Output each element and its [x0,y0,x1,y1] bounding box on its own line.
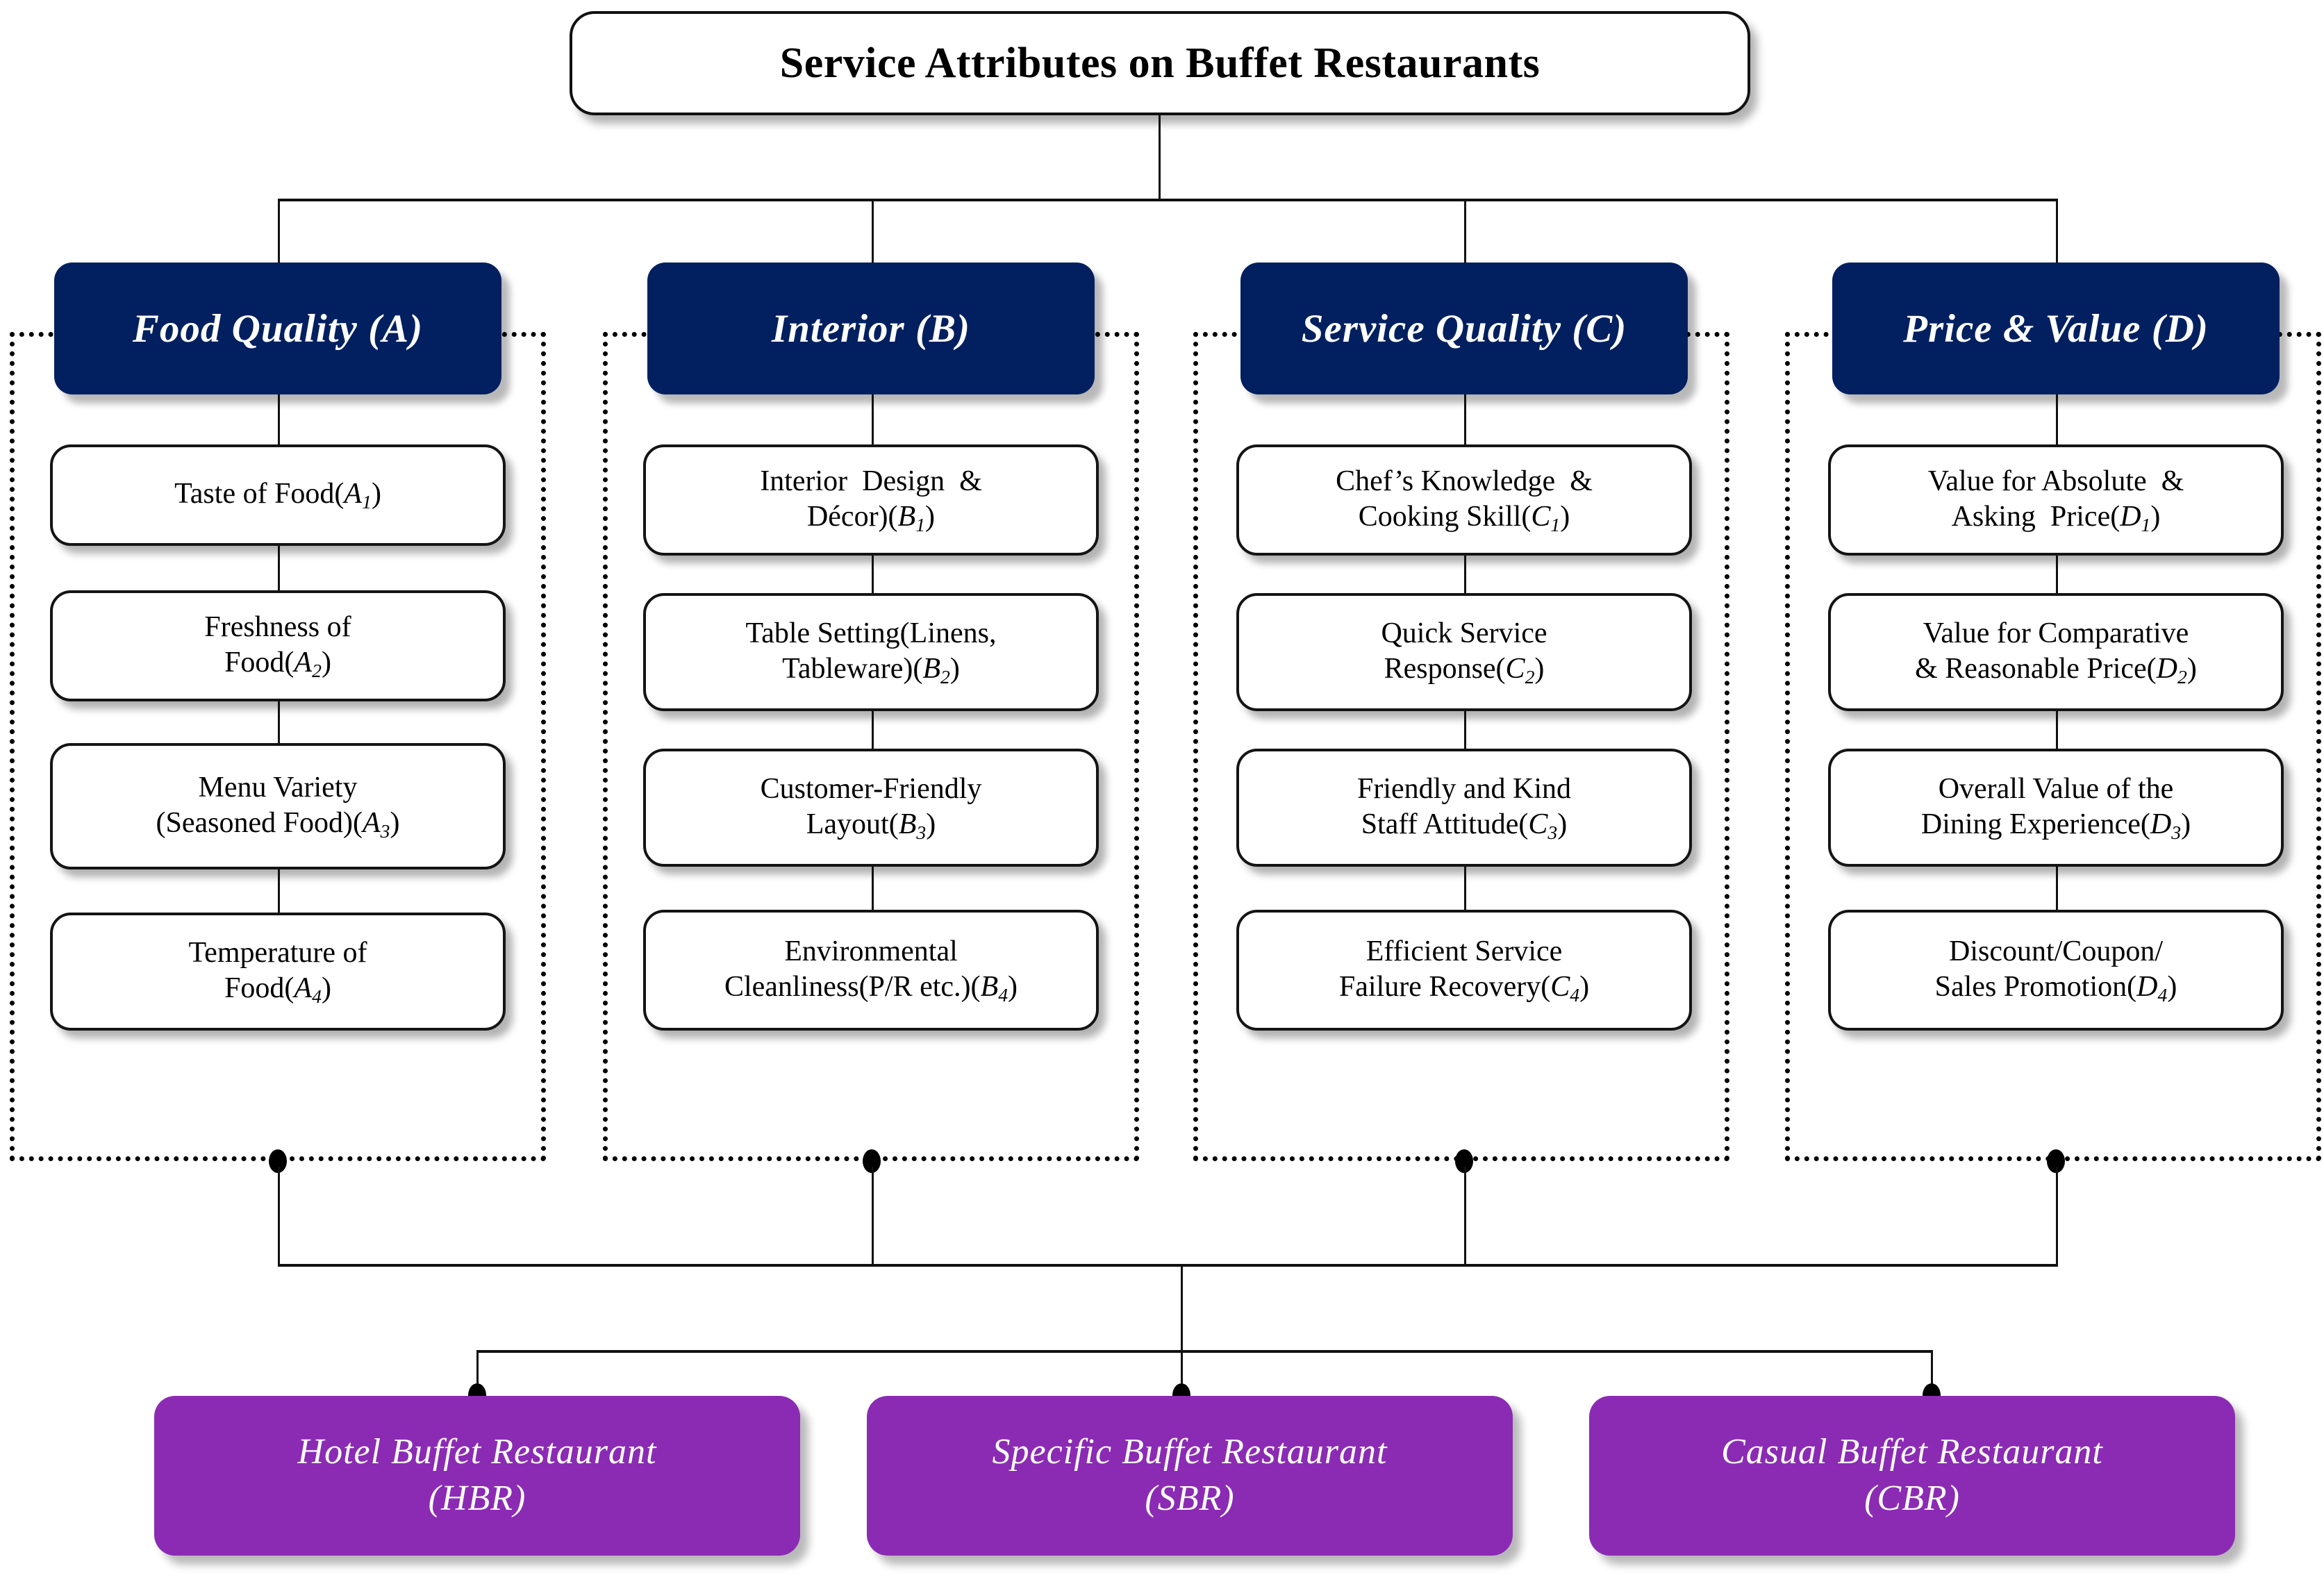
page-title: Service Attributes on Buffet Restaurants [779,39,1541,87]
connector-a2-to-a3 [278,701,280,743]
connector-d-head-to-1 [2056,394,2058,444]
category-header-d[interactable]: Price & Value (D) [1832,263,2280,394]
terminal-box-cbr[interactable]: Casual Buffet Restaurant(CBR) [1589,1396,2235,1556]
attribute-box-c1[interactable]: Chef’s Knowledge &Cooking Skill(C1) [1236,444,1692,556]
connector-b3-to-b4 [872,867,874,910]
attribute-box-d2[interactable]: Value for Comparative& Reasonable Price(… [1828,593,2284,711]
attribute-label-d1: Value for Absolute &Asking Price(D1) [1927,465,2184,535]
connector-b2-to-b3 [872,711,874,749]
attribute-label-a1: Taste of Food(A1) [174,478,381,513]
connector-category-bus [278,199,2057,201]
terminal-box-hbr[interactable]: Hotel Buffet Restaurant(HBR) [154,1396,800,1556]
terminal-label-cbr: Casual Buffet Restaurant(CBR) [1721,1432,2103,1518]
connector-c-head-to-1 [1464,394,1466,444]
category-header-a[interactable]: Food Quality (A) [54,263,501,394]
terminal-label-sbr: Specific Buffet Restaurant(SBR) [992,1432,1388,1518]
connector-center-stem [1181,1264,1183,1353]
connector-root-stem [1159,115,1161,200]
connector-bus-to-sbr [1181,1350,1183,1400]
category-header-b[interactable]: Interior (B) [647,263,1095,394]
attribute-box-a1[interactable]: Taste of Food(A1) [50,444,506,546]
attribute-label-b1: Interior Design &Décor)(B1) [760,465,982,535]
category-header-label-b: Interior (B) [772,306,970,351]
attribute-label-c1: Chef’s Knowledge &Cooking Skill(C1) [1336,465,1593,535]
category-header-label-a: Food Quality (A) [132,306,424,351]
attribute-box-b2[interactable]: Table Setting(Linens,Tableware)(B2) [643,593,1099,711]
terminal-label-hbr: Hotel Buffet Restaurant(HBR) [297,1432,657,1518]
connector-group-bus [278,1264,2058,1267]
connector-a1-to-a2 [278,546,280,590]
connector-a-dot-down [278,1167,280,1266]
attribute-label-b2: Table Setting(Linens,Tableware)(B2) [745,617,997,688]
attribute-label-d4: Discount/Coupon/Sales Promotion(D4) [1934,935,2177,1006]
attribute-label-a3: Menu Variety(Seasoned Food)(A3) [156,771,400,842]
connector-c-dot-down [1464,1167,1466,1266]
connector-a-head-to-1 [278,394,280,444]
connector-d-dot-down [2056,1167,2058,1266]
connector-bus-to-cbr [1931,1350,1933,1400]
connector-bus-to-hbr [476,1350,479,1400]
root-title-box: Service Attributes on Buffet Restaurants [570,11,1750,115]
attribute-box-d1[interactable]: Value for Absolute &Asking Price(D1) [1828,444,2284,556]
category-header-label-c: Service Quality (C) [1301,306,1627,351]
connector-c1-to-c2 [1464,556,1466,593]
connector-d2-to-d3 [2056,711,2058,749]
attribute-label-d2: Value for Comparative& Reasonable Price(… [1915,617,2197,688]
attribute-box-a3[interactable]: Menu Variety(Seasoned Food)(A3) [50,743,506,869]
attribute-box-d4[interactable]: Discount/Coupon/Sales Promotion(D4) [1828,910,2284,1031]
category-header-c[interactable]: Service Quality (C) [1240,263,1688,394]
connector-c2-to-c3 [1464,711,1466,749]
connector-b-dot-down [872,1167,874,1266]
attribute-box-b1[interactable]: Interior Design &Décor)(B1) [643,444,1099,556]
connector-b-head-to-1 [872,394,874,444]
connector-d1-to-d2 [2056,556,2058,593]
terminal-box-sbr[interactable]: Specific Buffet Restaurant(SBR) [867,1396,1513,1556]
connector-d3-to-d4 [2056,867,2058,910]
connector-c3-to-c4 [1464,867,1466,910]
connector-a3-to-a4 [278,869,280,913]
connector-b1-to-b2 [872,556,874,593]
category-header-label-d: Price & Value (D) [1903,306,2209,351]
connector-terminal-bus [476,1350,1932,1353]
